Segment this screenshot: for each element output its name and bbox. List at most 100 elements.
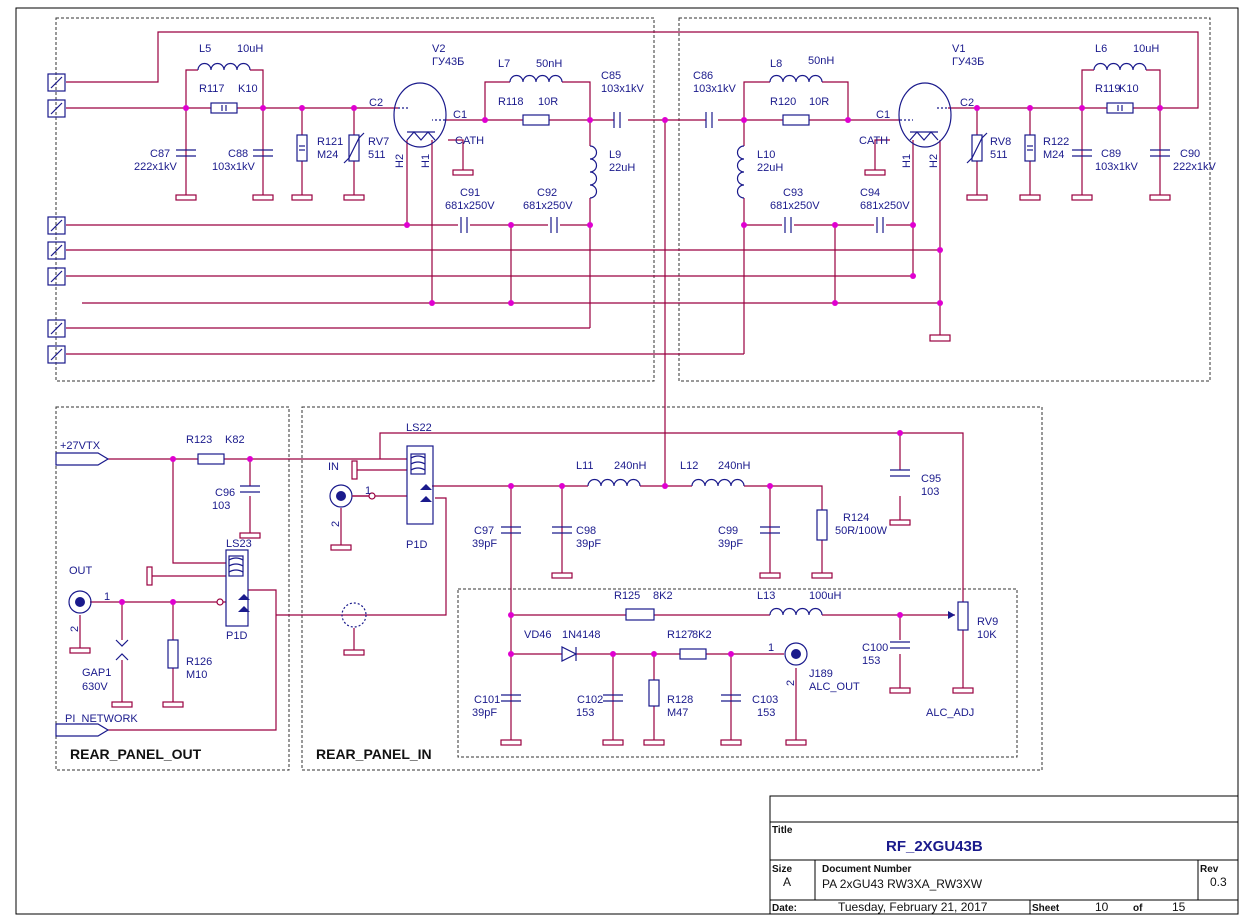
label-c89-ref: C89 <box>1101 148 1121 160</box>
label-rv7-ref: RV7 <box>368 136 389 148</box>
label-r122-val: M24 <box>1043 149 1064 161</box>
label-v2-cath: CATH <box>455 135 484 147</box>
label-l9-ref: L9 <box>609 149 621 161</box>
label-r128-ref: R128 <box>667 694 693 706</box>
relay-ls22 <box>406 445 434 525</box>
label-j189-pin1: 1 <box>768 642 774 654</box>
label-v1-h1: H1 <box>901 154 913 168</box>
label-c86-ref: C86 <box>693 70 713 82</box>
label-r121-val: M24 <box>317 149 338 161</box>
label-v1-cath: CATH <box>859 135 888 147</box>
title-block-rev-label: Rev <box>1200 864 1219 875</box>
coax-j189 <box>784 642 808 666</box>
label-rv7-val: 511 <box>368 149 386 161</box>
label-l6-ref: L6 <box>1095 43 1107 55</box>
label-net-pi-network: PI_NETWORK <box>65 713 138 725</box>
label-r124-val: 50R/100W <box>835 525 888 537</box>
label-c96-val: 103 <box>212 500 230 512</box>
label-c101-ref: C101 <box>474 694 500 706</box>
label-c90-ref: C90 <box>1180 148 1200 160</box>
port-arrows <box>55 452 110 737</box>
label-r126-val: M10 <box>186 669 207 681</box>
label-c98-val: 39pF <box>576 538 601 550</box>
label-l8-val: 50nH <box>808 55 834 67</box>
label-r118-ref: R118 <box>498 96 523 108</box>
label-l5-ref: L5 <box>199 43 211 55</box>
label-v1-type: ГУ43Б <box>952 56 984 68</box>
label-l9-val: 22uH <box>609 162 635 174</box>
label-r127-ref: R127 <box>667 629 693 641</box>
label-c97-val: 39pF <box>472 538 497 550</box>
wires-left-stage <box>66 31 1199 355</box>
label-v1-c2: C2 <box>960 97 974 109</box>
label-v2-type: ГУ43Б <box>432 56 464 68</box>
label-r120-val: 10R <box>809 96 829 108</box>
label-c102-ref: C102 <box>577 694 603 706</box>
label-c94-ref: C94 <box>860 187 880 199</box>
label-l7-ref: L7 <box>498 58 510 70</box>
label-c91-ref: C91 <box>460 187 480 199</box>
label-r117-ref: R117 <box>199 83 224 95</box>
label-c103-ref: C103 <box>752 694 778 706</box>
label-c103-val: 153 <box>757 707 775 719</box>
label-r123-ref: R123 <box>186 434 212 446</box>
label-c87-ref: C87 <box>150 148 170 160</box>
label-c94-val: 681x250V <box>860 200 910 212</box>
label-vd46-ref: VD46 <box>524 629 552 641</box>
title-block-date-label: Date: <box>772 903 797 914</box>
label-l12-val: 240nH <box>718 460 750 472</box>
label-j189-val: ALC_OUT <box>809 681 860 693</box>
label-r128-val: M47 <box>667 707 688 719</box>
label-r122-ref: R122 <box>1043 136 1069 148</box>
label-v1-ref: V1 <box>952 43 965 55</box>
coax-unused <box>341 602 367 628</box>
label-r125-val: 8K2 <box>653 590 673 602</box>
wires-rear-panels <box>79 432 964 740</box>
label-c98-ref: C98 <box>576 525 596 537</box>
label-c95-val: 103 <box>921 486 939 498</box>
spark-gap-gap1 <box>115 639 129 661</box>
terminal-block-left <box>47 73 66 364</box>
label-r119-ref: R119 <box>1095 83 1120 95</box>
label-c87-val: 222x1kV <box>134 161 177 173</box>
label-c88-ref: C88 <box>228 148 248 160</box>
label-gap1-ref: GAP1 <box>82 667 111 679</box>
label-v1-h2: H2 <box>928 154 940 168</box>
label-rv8-ref: RV8 <box>990 136 1011 148</box>
label-block-alc-adj: ALC_ADJ <box>926 707 974 719</box>
label-c97-ref: C97 <box>474 525 494 537</box>
label-rv8-val: 511 <box>990 149 1008 161</box>
label-l10-val: 22uH <box>757 162 783 174</box>
title-block-title-label: Title <box>772 825 793 836</box>
inductor-symbols <box>197 62 1147 616</box>
title-block-size-label: Size <box>772 864 792 875</box>
label-net-out: OUT <box>69 565 93 577</box>
label-c92-val: 681x250V <box>523 200 573 212</box>
title-block-sheet-label: Sheet <box>1032 903 1060 914</box>
label-c99-ref: C99 <box>718 525 738 537</box>
label-c85-val: 103x1kV <box>601 83 644 95</box>
label-v2-ref: V2 <box>432 43 445 55</box>
label-c102-val: 153 <box>576 707 594 719</box>
label-r126-ref: R126 <box>186 656 212 668</box>
label-r119-val: K10 <box>1119 83 1139 95</box>
label-rv9-val: 10K <box>977 629 997 641</box>
title-block-rev: 0.3 <box>1210 875 1227 889</box>
label-l7-val: 50nH <box>536 58 562 70</box>
label-c92-ref: C92 <box>537 187 557 199</box>
label-r124-ref: R124 <box>843 512 869 524</box>
label-l12-ref: L12 <box>680 460 698 472</box>
label-block-rear-panel-out: REAR_PANEL_OUT <box>70 746 202 762</box>
label-v2-c1: C1 <box>453 109 467 121</box>
resistor-symbols <box>167 102 1134 707</box>
label-l6-val: 10uH <box>1133 43 1159 55</box>
label-c88-val: 103x1kV <box>212 161 255 173</box>
label-r127-val: 8K2 <box>692 629 712 641</box>
title-block-sheet: 10 <box>1095 900 1109 914</box>
label-l10-ref: L10 <box>757 149 775 161</box>
label-in-pin1: 1 <box>365 485 371 497</box>
title-block-docnum: PA 2xGU43 RW3XA_RW3XW <box>822 877 983 891</box>
label-c99-val: 39pF <box>718 538 743 550</box>
label-r125-ref: R125 <box>614 590 640 602</box>
label-l13-ref: L13 <box>757 590 775 602</box>
